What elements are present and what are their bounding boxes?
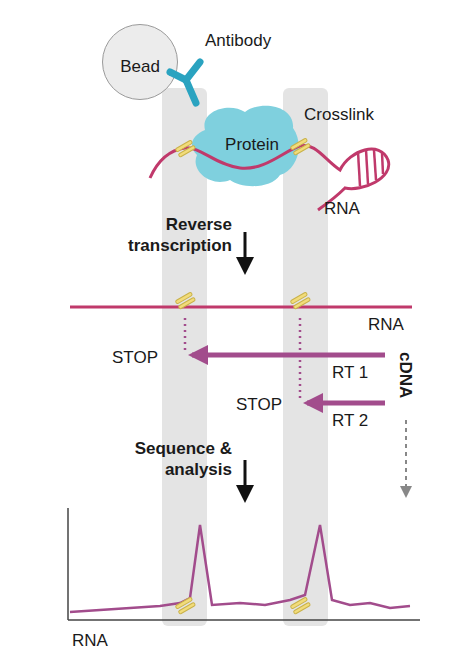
part-label: Antibody	[205, 30, 271, 51]
crosslink-symbol	[175, 292, 195, 309]
crosslink-symbol	[175, 597, 195, 614]
part-label: RNA	[324, 198, 360, 219]
stop-dotted-line	[184, 318, 187, 350]
stop-label: STOP	[236, 394, 282, 415]
cdna-arrow	[192, 353, 385, 358]
cdna-arrow	[307, 401, 385, 406]
cdna-label: cDNA	[395, 352, 416, 398]
crosslink-symbol	[290, 138, 310, 155]
hairpin-pairs	[358, 150, 383, 186]
rna-strand	[150, 145, 389, 210]
stop-label: STOP	[112, 347, 158, 368]
continuation-arrow	[405, 420, 407, 492]
step-arrow	[244, 460, 247, 494]
node-text: Bead	[120, 57, 160, 77]
y-axis	[67, 508, 69, 620]
protein-blob: Protein	[185, 100, 305, 190]
axis-label: RNA	[72, 630, 108, 651]
step-arrow	[244, 232, 247, 266]
crosslink-symbol	[290, 597, 310, 614]
antibody-symbol	[170, 62, 200, 103]
crosslink-symbol	[175, 140, 195, 157]
step-label: Sequence & analysis	[80, 438, 232, 480]
rt-label: RT 2	[332, 410, 368, 431]
step-label: Reverse transcription	[80, 214, 232, 256]
stop-dotted-line	[299, 318, 302, 400]
part-label: Crosslink	[304, 104, 374, 125]
signal-trace	[70, 525, 410, 612]
rt-label: RT 1	[332, 362, 368, 383]
part-label: RNA	[368, 314, 404, 335]
x-axis	[68, 619, 420, 621]
node-text: Protein	[225, 135, 279, 155]
rna-strand	[70, 306, 412, 309]
crosslink-symbol	[290, 292, 310, 309]
bead-circle: Bead	[102, 24, 178, 100]
